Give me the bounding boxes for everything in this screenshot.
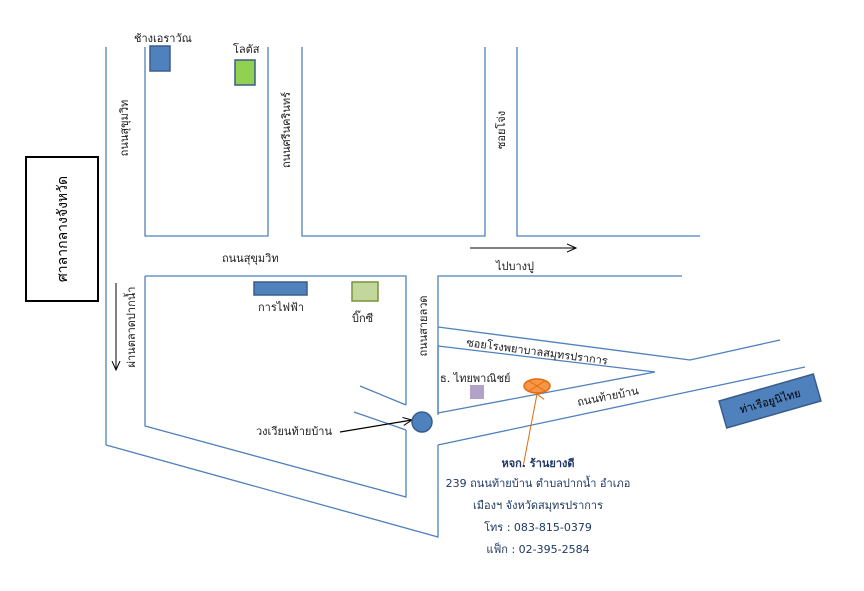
fax-number: แฟ็ก : 02-395-2584 [486,542,589,556]
road-edge [437,326,781,361]
road-label-soi-jong: ซอยโจ่ง [494,111,508,149]
business-name: หจก. ร้านยางดี [501,457,574,470]
road-label-srinakarin: ถนนศรีนครินทร์ [280,92,293,168]
roundabout-label: วงเวียนท้ายบ้าน [256,425,332,438]
shop-location-marker [523,378,551,394]
road-edge [144,276,407,498]
provincial-court-box [25,156,99,302]
road-edge [359,385,407,406]
big-c-label: บิ๊กซี [352,310,374,325]
lotus-marker [234,59,256,86]
chang-erawan-label: ช้างเอราวัณ [134,32,192,45]
provincial-court-label: ศาลากลางจังหวัด [55,176,71,282]
road-label-sailuat: ถนนสายลวด [417,295,430,356]
lotus-label: โลตัส [233,42,260,56]
road-label-thai-ban: ถนนท้ายบ้าน [576,384,640,409]
big-c-marker [351,281,379,302]
road-edge [516,47,700,237]
road-label-sukhumvit-horizontal: ถนนสุขุมวิท [222,252,279,265]
shop-pointer-arrow [522,394,537,468]
arrow-roundabout [339,420,412,433]
road-label-via-paknam: ผ่านตลาดปากน้ำ [123,287,138,368]
road-edge [353,411,407,431]
road-edge [301,47,486,237]
address-block: หจก. ร้านยางดี 239 ถนนท้ายบ้าน ตำบลปากน้… [446,457,631,556]
road-edge [437,366,806,446]
phone-number: โทร : 083-815-0379 [484,520,592,534]
address-line-2: เมืองฯ จังหวัดสมุทรปราการ [473,499,603,512]
chang-erawan-marker [149,45,171,72]
road-edge [144,47,269,237]
thai-panich-bank-label: ธ. ไทยพาณิชย์ [440,372,510,385]
road-edge [145,275,407,405]
electricity-authority-marker [253,281,308,296]
address-line-1: 239 ถนนท้ายบ้าน ตำบลปากน้ำ อำเภอ [446,475,631,490]
electricity-authority-label: การไฟฟ้า [258,301,304,314]
thai-panich-bank-marker [470,385,484,399]
road-label-sukhumvit-vertical: ถนนสุขุมวิท [118,100,131,157]
road-label-to-bangpu: ไปบางปู [495,260,534,273]
roundabout-marker [411,411,433,433]
road-edge [105,444,439,538]
road-network [105,47,806,538]
road-edge [437,345,656,414]
